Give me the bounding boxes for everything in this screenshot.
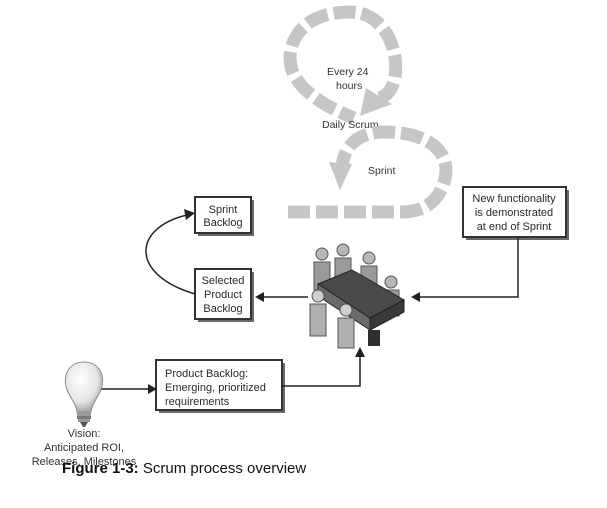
arrow-product-backlog-to-meeting xyxy=(282,355,361,387)
selected-product-backlog-line-2: Product xyxy=(204,289,242,301)
vision-label: Vision: Anticipated ROI, Releases, Miles… xyxy=(32,428,137,468)
daily-scrum-loop: Every 24 hours Daily Scrum xyxy=(283,5,403,131)
sprint-loop-arrowhead xyxy=(329,162,352,190)
connectors xyxy=(100,209,519,394)
sprint-backlog-line-2: Backlog xyxy=(203,217,242,229)
daily-loop-label-top: Every 24 xyxy=(327,66,369,78)
lightbulb-icon xyxy=(64,361,104,427)
person-figure xyxy=(337,303,355,349)
curve-arrow-to-sprint-backlog xyxy=(145,214,196,295)
sprint-loop: Sprint xyxy=(288,125,453,219)
daily-loop-label-bottom: hours xyxy=(336,80,362,92)
new-functionality-line-2: is demonstrated xyxy=(475,207,553,219)
figure-caption-text: Scrum process overview xyxy=(138,460,307,477)
selected-product-backlog-line-3: Backlog xyxy=(203,303,242,315)
person-figure xyxy=(309,289,327,337)
vision-line-3: Releases, Milestones xyxy=(32,456,137,468)
figure-caption: Figure 1-3: Scrum process overview xyxy=(62,460,306,477)
daily-loop-arrowhead xyxy=(360,88,392,116)
product-backlog-box: Product Backlog: Emerging, prioritized r… xyxy=(155,359,285,413)
sprint-backlog-line-1: Sprint xyxy=(209,204,238,216)
product-backlog-line-3: requirements xyxy=(165,396,230,408)
arrow-from-new-functionality xyxy=(418,237,519,298)
sprint-backlog-box: Sprint Backlog xyxy=(194,196,254,236)
new-functionality-line-1: New functionality xyxy=(472,193,556,205)
vision-line-1: Vision: xyxy=(68,428,101,440)
team-meeting-icon xyxy=(309,243,406,349)
selected-product-backlog-line-1: Selected xyxy=(202,275,245,287)
vision-line-2: Anticipated ROI, xyxy=(44,442,124,454)
selected-product-backlog-box: Selected Product Backlog xyxy=(194,268,254,322)
new-functionality-line-3: at end of Sprint xyxy=(477,221,552,233)
daily-scrum-label: Daily Scrum xyxy=(322,119,379,131)
figure-caption-label: Figure 1-3: xyxy=(62,460,139,477)
product-backlog-line-1: Product Backlog: xyxy=(165,368,248,380)
new-functionality-box: New functionality is demonstrated at end… xyxy=(462,186,569,240)
product-backlog-line-2: Emerging, prioritized xyxy=(165,382,266,394)
sprint-loop-label: Sprint xyxy=(368,165,396,177)
